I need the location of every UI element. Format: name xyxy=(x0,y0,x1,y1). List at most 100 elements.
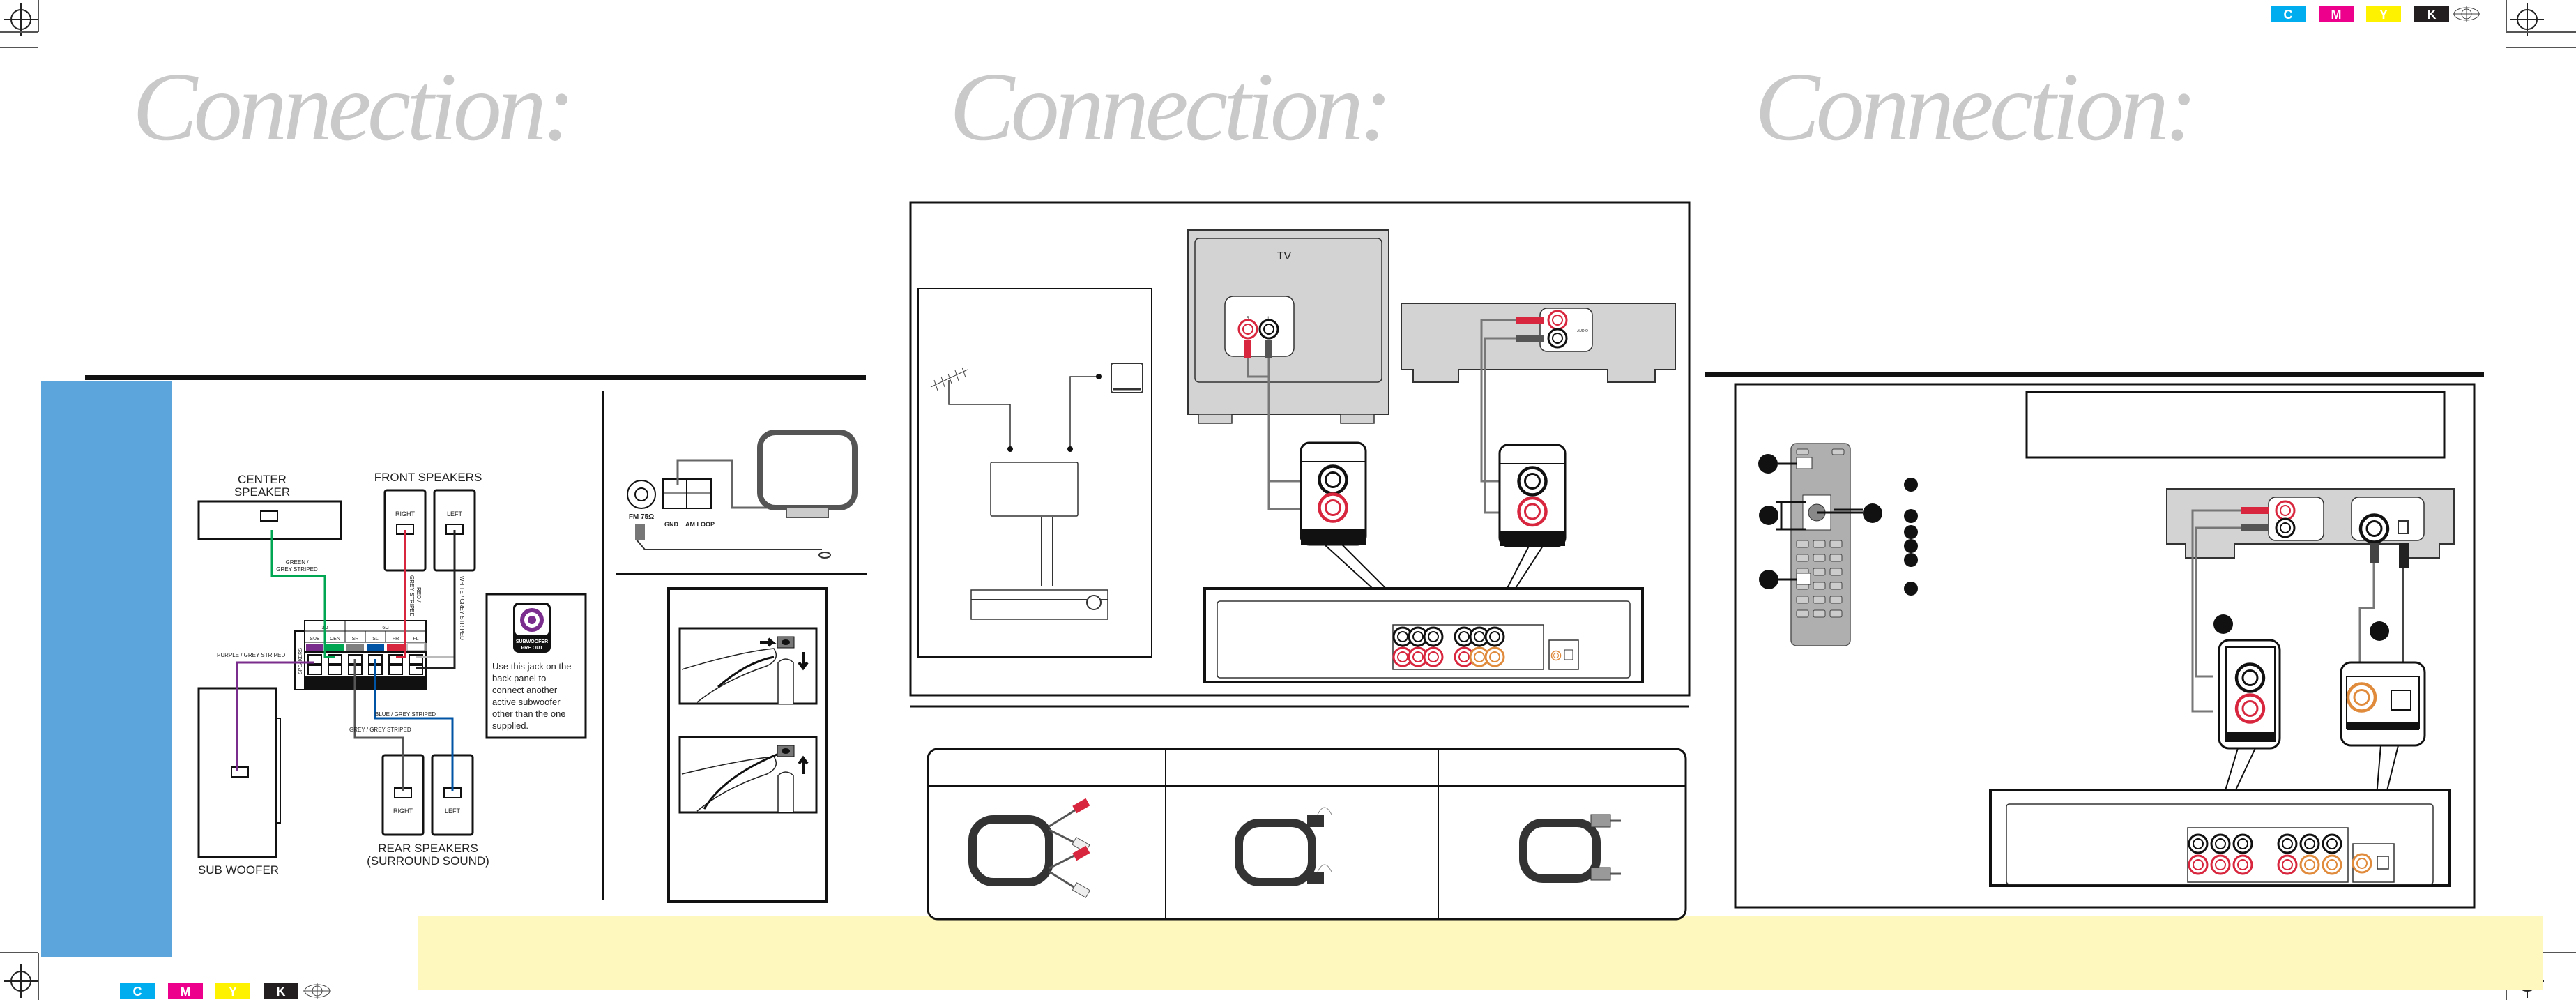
badge-text: PRE OUT xyxy=(521,646,543,651)
remote-button xyxy=(1813,568,1826,576)
page-title: Connection: xyxy=(1755,53,2197,161)
terminal-clip xyxy=(409,665,423,675)
receiver-jack-panel xyxy=(2187,827,2349,883)
remote-button xyxy=(1813,596,1826,604)
wire-label: BLUE / GREY STRIPED xyxy=(375,711,436,718)
zoom-bubble xyxy=(2213,639,2281,831)
remote-button xyxy=(1796,609,1809,618)
audio-label: AUDIO xyxy=(1577,329,1588,333)
remote-button xyxy=(1813,609,1826,618)
speaker-side-label: LEFT xyxy=(447,510,463,517)
rca-jack xyxy=(2188,854,2209,875)
page-title: Connection: xyxy=(950,53,1392,161)
wire-label: RED / xyxy=(416,587,422,603)
rca-cables xyxy=(1247,319,1516,514)
terminal-clip xyxy=(307,665,322,675)
channel-label: SL xyxy=(372,637,379,642)
step-badge-icon xyxy=(1904,478,1918,492)
remote-button xyxy=(1829,609,1843,618)
wire-label: GREEN / xyxy=(286,559,310,566)
speaker-side-label: RIGHT xyxy=(395,510,416,517)
rca-jack xyxy=(2188,833,2209,854)
speaker-wiring-diagram: CENTER SPEAKER FRONT SPEAKERS RIGHT LEFT… xyxy=(197,391,604,900)
color-bar-label: Y xyxy=(2379,8,2388,22)
rca-jack xyxy=(2277,833,2298,854)
remote-button xyxy=(1829,568,1843,576)
arrow-up-icon xyxy=(798,755,809,774)
remote-button xyxy=(1796,554,1809,562)
tv-audio-diagram: TV R L AUDIO xyxy=(909,201,1691,697)
wire-label: WHITE / GREY STRIPED xyxy=(459,576,465,640)
cable-box xyxy=(990,462,1079,517)
coaxial-cable-icon xyxy=(1519,814,1621,883)
registration-mark-icon xyxy=(2510,2,2545,37)
arrow-right-icon xyxy=(760,637,777,647)
color-bar-label: M xyxy=(181,985,191,999)
center-speaker-label: CENTER xyxy=(238,473,287,486)
rca-audio-cable-icon xyxy=(968,798,1091,898)
registration-mark-icon xyxy=(3,2,38,37)
channel-label: FL xyxy=(413,637,418,642)
impedance-label: 6Ω xyxy=(382,626,388,630)
rca-jack xyxy=(2299,833,2320,854)
color-bar-label: M xyxy=(2331,8,2342,22)
wire-label: PURPLE / GREY STRIPED xyxy=(217,652,285,658)
fm-label: FM 75Ω xyxy=(629,513,654,521)
remote-button xyxy=(1829,540,1843,548)
note-text: connect another xyxy=(492,685,558,695)
remote-button xyxy=(1813,540,1826,548)
badge-text: SUBWOOFER xyxy=(516,639,548,644)
note-box xyxy=(2025,391,2446,459)
speaker-side-label: RIGHT xyxy=(393,808,413,815)
wire-label: GREY STRIPED xyxy=(409,575,415,617)
footer-band xyxy=(418,916,2543,990)
center-speaker-label: SPEAKER xyxy=(234,485,290,499)
rca-jack xyxy=(2210,833,2231,854)
rca-jack xyxy=(1484,626,1505,647)
step-badge-icon xyxy=(1904,582,1918,596)
wire-label: GREY STRIPED xyxy=(276,566,318,573)
wire-insert-step-1 xyxy=(678,627,818,705)
step-badge-icon xyxy=(1863,503,1882,523)
note-text: back panel to xyxy=(492,673,546,683)
rca-jack xyxy=(2299,854,2320,875)
rca-jack xyxy=(1423,646,1444,667)
note-text: active subwoofer xyxy=(492,697,561,707)
color-bar-label: K xyxy=(277,985,286,999)
step-badge-icon xyxy=(1904,525,1918,539)
source-device xyxy=(1401,303,1676,383)
terminal-clip xyxy=(328,665,342,675)
rear-speakers-label: REAR SPEAKERS xyxy=(378,842,478,855)
remote-button-highlight xyxy=(1796,457,1813,469)
registration-target-icon xyxy=(303,983,331,999)
tv-label: TV xyxy=(1277,250,1292,262)
front-speakers-label: FRONT SPEAKERS xyxy=(374,471,482,484)
remote-button xyxy=(1796,540,1809,548)
subwoofer-label: SUB WOOFER xyxy=(198,863,279,877)
step-badge-icon xyxy=(1759,570,1778,589)
registration-mark-icon xyxy=(3,964,38,999)
color-bars-bottom: C M Y K xyxy=(120,983,331,999)
registration-target-icon xyxy=(2453,6,2480,22)
step-badge-icon xyxy=(1759,506,1778,525)
page-title: Connection: xyxy=(132,53,575,161)
remote-button xyxy=(1829,596,1843,604)
rca-jack xyxy=(2232,833,2253,854)
rca-jack xyxy=(1423,626,1444,647)
note-text: Use this jack on the xyxy=(492,661,571,672)
color-bar-label: K xyxy=(2428,8,2437,22)
speaker-terminal xyxy=(231,766,249,778)
am-loop-label: AM LOOP xyxy=(685,521,715,528)
am-loop-antenna xyxy=(757,430,858,510)
cable-types-table xyxy=(910,705,1689,921)
zoom-bubble xyxy=(2340,661,2426,831)
speaker-wires xyxy=(236,530,456,791)
side-tab xyxy=(41,381,172,957)
tv-antenna-icon xyxy=(930,367,1011,448)
step-badge-icon xyxy=(1904,553,1918,567)
wire-insert-step-2 xyxy=(678,736,818,814)
step-badges xyxy=(1758,454,2389,641)
optical-cable-icon xyxy=(1235,807,1332,886)
remote-button xyxy=(1829,582,1843,590)
